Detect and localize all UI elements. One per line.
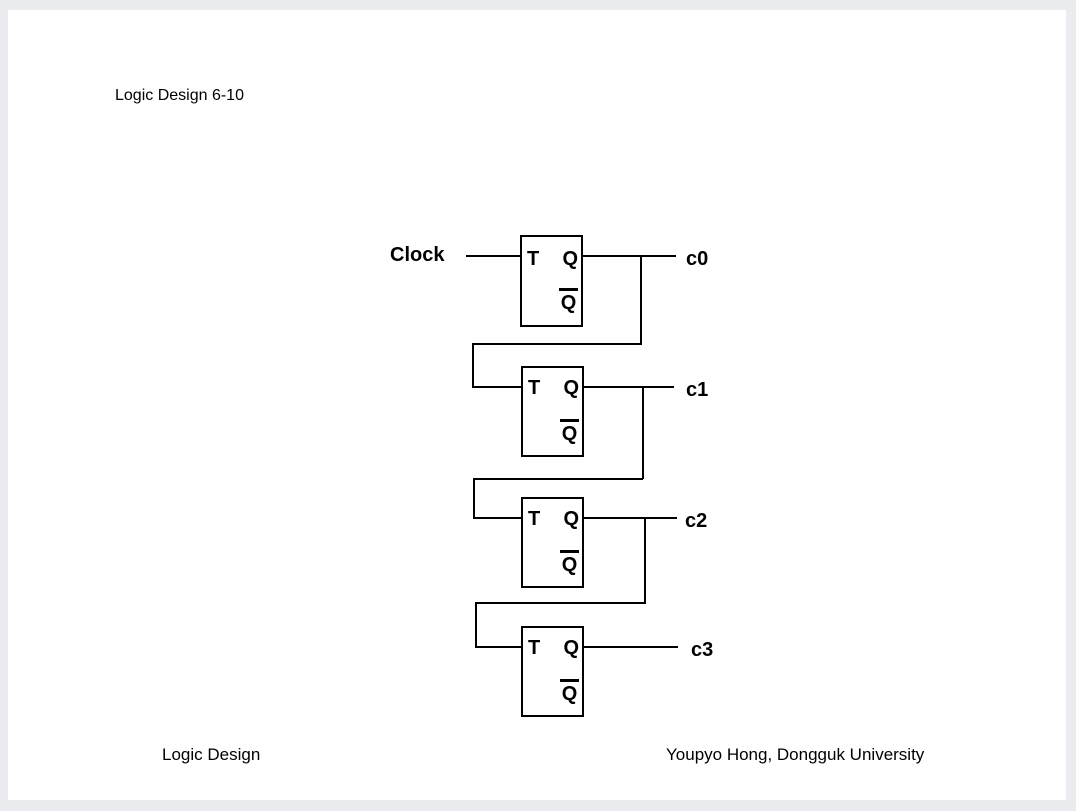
- q0-feedback-down-wire: [472, 343, 474, 387]
- q2-output-wire: [584, 517, 677, 519]
- overline-icon: [560, 550, 579, 553]
- q3-output-wire: [584, 646, 678, 648]
- t1-input-wire: [472, 386, 521, 388]
- qbar-output-label: Q: [560, 679, 579, 704]
- q-output-label: Q: [563, 508, 579, 530]
- qbar-output-label: Q: [560, 419, 579, 444]
- t-input-label: T: [527, 248, 540, 270]
- output-label-c3: c3: [691, 639, 714, 661]
- t-input-label: T: [528, 377, 541, 399]
- qbar-output-label: Q: [560, 550, 579, 575]
- qbar-output-label: Q: [559, 288, 578, 313]
- q1-feedback-horizontal-wire: [473, 478, 643, 480]
- output-label-c2: c2: [685, 510, 708, 532]
- qbar-letter: Q: [560, 292, 577, 314]
- q-output-label: Q: [563, 637, 579, 659]
- q0-feedback-horizontal-wire: [472, 343, 642, 345]
- q0-feedback-drop-wire: [640, 255, 642, 344]
- clock-label: Clock: [390, 244, 445, 266]
- t2-input-wire: [473, 517, 521, 519]
- output-label-c1: c1: [686, 379, 709, 401]
- t-flipflop-1: T Q Q: [521, 366, 584, 457]
- q1-feedback-down-wire: [473, 478, 475, 518]
- overline-icon: [559, 288, 578, 291]
- qbar-letter: Q: [561, 554, 578, 576]
- q2-feedback-drop-wire: [644, 517, 646, 604]
- t-flipflop-2: T Q Q: [521, 497, 584, 588]
- footer-course-title: Logic Design: [162, 745, 261, 764]
- q1-feedback-drop-wire: [642, 386, 644, 479]
- t-input-label: T: [528, 637, 541, 659]
- overline-icon: [560, 419, 579, 422]
- overline-icon: [560, 679, 579, 682]
- footer-author: Youpyo Hong, Dongguk University: [666, 745, 925, 764]
- qbar-letter: Q: [561, 683, 578, 705]
- slide-page: Logic Design 6-10 Clock: [8, 10, 1066, 800]
- q-output-label: Q: [563, 377, 579, 399]
- t-flipflop-3: T Q Q: [521, 626, 584, 717]
- page-title: Logic Design 6-10: [115, 87, 244, 104]
- t-input-label: T: [528, 508, 541, 530]
- q-output-label: Q: [562, 248, 578, 270]
- q2-feedback-horizontal-wire: [475, 602, 645, 604]
- q0-output-wire: [583, 255, 676, 257]
- qbar-letter: Q: [561, 423, 578, 445]
- t3-input-wire: [475, 646, 521, 648]
- clock-input-wire: [466, 255, 520, 257]
- q2-feedback-down-wire: [475, 602, 477, 648]
- q1-output-wire: [584, 386, 674, 388]
- t-flipflop-0: T Q Q: [520, 235, 583, 327]
- output-label-c0: c0: [686, 248, 709, 270]
